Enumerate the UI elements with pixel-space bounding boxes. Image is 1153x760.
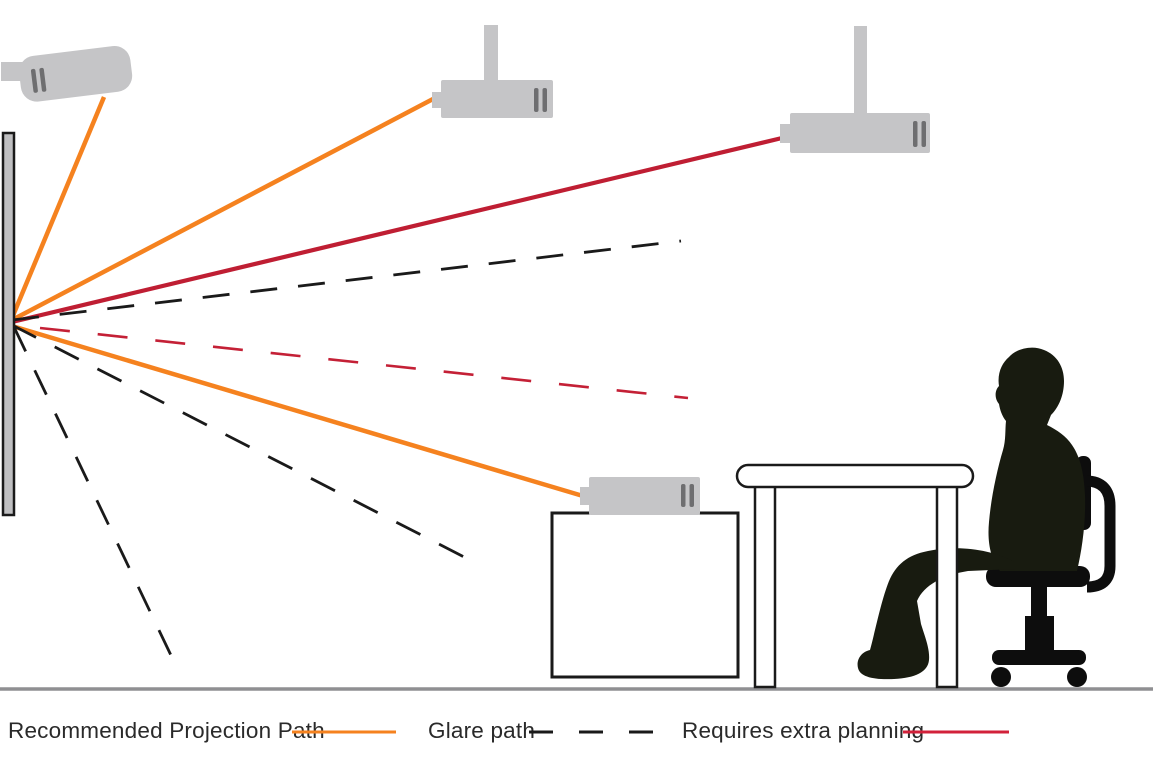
chair-wheel-left [991,667,1011,687]
person-head-torso [988,347,1086,571]
projector-ceiling-right [780,26,930,153]
lens [580,487,590,505]
projector-body [589,477,700,515]
beam-recommended-ceiling-center [10,97,435,322]
vent-slit [542,88,547,112]
legend-sample-glare-line [529,730,655,734]
table-leg [935,484,959,689]
lens [1,62,25,81]
legend-sample-extra-planning-line [903,730,1009,734]
legend-sample-recommended-line [292,730,396,734]
projector-body [790,113,930,153]
vent-slit [913,121,918,147]
vent-slit [534,88,539,112]
table-top [735,463,975,489]
person-silhouette [857,347,1086,680]
chair-column [1031,585,1047,619]
beam-extra-planning-dashed [39,326,689,400]
chair-base [992,650,1086,665]
chair-column-lower [1025,616,1054,652]
vent-slit [681,484,686,507]
chair-frame [1085,475,1116,593]
projector-body [441,80,553,118]
legend-label-recommended-projection-path: Recommended Projection Path [8,718,325,743]
projection-screen [1,131,16,517]
beam-recommended-table [11,323,584,499]
beam-glare-up [11,239,682,322]
mount-pole [854,26,867,114]
vent-slit [921,121,926,147]
projector-ceiling-left [1,45,133,102]
projector-table-top [580,477,700,515]
projector-ceiling-center [432,25,553,118]
lens [780,124,791,143]
beam-glare-down-shallow [11,323,471,562]
vent-slit [39,67,47,92]
vent-slit [689,484,694,507]
chair-wheel-right [1067,667,1087,687]
lens [432,92,442,108]
projector-stand [550,511,740,679]
beam-recommended-ceiling-left [9,96,107,319]
office-chair [986,456,1116,687]
legend-label-glare-path: Glare path [428,718,536,743]
mount-pole [484,25,498,81]
person-legs [857,548,1015,680]
chair-seat [986,566,1090,587]
legend-label-requires-extra-planning: Requires extra planning [682,718,925,743]
vent-slit [30,68,38,93]
beam-extra-planning-ceiling-right [11,135,783,325]
table-leg [753,484,777,689]
beam-glare-down-steep [12,326,180,671]
legend: Recommended Projection Path Glare path R… [0,706,1153,760]
projector-body [19,45,133,102]
